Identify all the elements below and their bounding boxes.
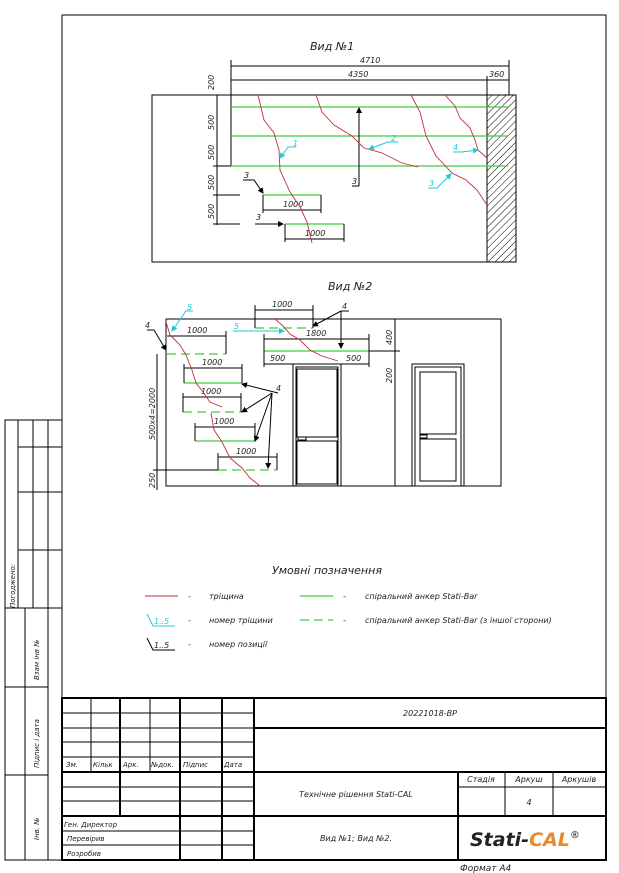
sheet-number: 4 — [526, 798, 531, 807]
dim-1000: 1000 — [201, 387, 221, 396]
door — [411, 363, 465, 487]
svg-text:Stati-CAL®: Stati-CAL® — [470, 829, 580, 851]
dim-500: 500 — [207, 145, 216, 160]
svg-text:1..5: 1..5 — [154, 617, 169, 626]
position-number-swatch — [146, 637, 175, 651]
dim-500: 500 — [207, 175, 216, 190]
dim-200: 200 — [385, 368, 394, 383]
legend-label: номер позиції — [209, 640, 269, 649]
dim-1000: 1000 — [236, 447, 256, 456]
crack-line — [165, 321, 223, 408]
document-code: 20221018-ВР — [403, 709, 457, 718]
crack-line — [257, 94, 313, 244]
crack-line — [410, 94, 488, 206]
crack-number: 5 — [234, 322, 239, 331]
stati-cal-logo: Stati-CAL® — [470, 829, 580, 851]
svg-text:-: - — [343, 616, 346, 625]
legend: Умовні позначення - тріщина - спіральний… — [145, 564, 552, 651]
crack-number: 2 — [391, 134, 396, 143]
dim-1800: 1800 — [306, 329, 326, 338]
header-cell: №док. — [150, 761, 174, 769]
sheet-label: Аркуш — [514, 775, 543, 784]
dim-1000: 1000 — [283, 200, 303, 209]
position-number: 4 — [276, 384, 281, 393]
svg-text:-: - — [343, 592, 346, 601]
header-cell: Дата — [223, 761, 242, 769]
crack-line — [315, 94, 419, 168]
title-block: Зм. Кільк Арк. №док. Підпис Дата Ген. Ди… — [61, 697, 607, 861]
legend-label: спіральний анкер Stati-Bar — [365, 592, 478, 601]
svg-text:-: - — [188, 592, 191, 601]
legend-label: тріщина — [209, 592, 244, 601]
dim-500x4: 500x4=2000 — [148, 388, 157, 440]
legend-title: Умовні позначення — [272, 564, 382, 577]
wall-outline — [165, 318, 502, 487]
position-number: 4 — [145, 321, 150, 330]
dim-1000: 1000 — [214, 417, 234, 426]
sheets-label: Аркушів — [561, 775, 597, 784]
dim-500: 500 — [207, 204, 216, 219]
header-cell: Підпис — [183, 761, 208, 769]
dim-1000: 1000 — [305, 229, 325, 238]
dim-500: 500 — [270, 354, 285, 363]
dim-360: 360 — [489, 70, 504, 79]
door — [292, 363, 342, 487]
position-number: 3 — [244, 171, 249, 180]
header-cell: Зм. — [66, 761, 78, 769]
svg-text:-: - — [188, 640, 191, 649]
crack-number-swatch — [146, 613, 175, 627]
dim-250: 250 — [148, 473, 157, 488]
role-label: Розробив — [67, 850, 101, 858]
crack-number: 3 — [429, 179, 434, 188]
sheet-title: Вид №1; Вид №2. — [320, 834, 392, 843]
dim-4710: 4710 — [360, 56, 380, 65]
legend-label: номер тріщини — [209, 616, 273, 625]
role-label: Перевірив — [67, 835, 105, 843]
side-strip: Погоджено: Взам інв № Підпис і дата Інв.… — [4, 419, 63, 861]
svg-text:1..5: 1..5 — [154, 641, 169, 650]
format-label: Формат А4 — [460, 864, 512, 873]
crack-number: 4 — [453, 143, 458, 152]
role-label: Ген. Директор — [64, 821, 118, 829]
crack-line — [210, 412, 261, 487]
dim-1000: 1000 — [272, 300, 292, 309]
dim-1000: 1000 — [202, 358, 222, 367]
crack-line — [444, 94, 488, 159]
view-2: Вид №2 1000 1800 500 — [145, 280, 502, 490]
legend-label: спіральний анкер Stati-Bar (з іншої стор… — [365, 616, 552, 625]
header-cell: Арк. — [122, 761, 139, 769]
dim-1000: 1000 — [187, 326, 207, 335]
dim-400: 400 — [385, 330, 394, 345]
crack-line — [273, 317, 339, 362]
crack-number: 5 — [187, 303, 192, 312]
svg-text:-: - — [188, 616, 191, 625]
view-1-title: Вид №1 — [310, 40, 354, 53]
dim-500: 500 — [346, 354, 361, 363]
crack-number: 1 — [293, 139, 298, 148]
agreed-label: Погоджено: — [9, 564, 17, 608]
position-number: 3 — [352, 177, 357, 186]
dim-500: 500 — [207, 115, 216, 130]
replace-inv-label: Взам інв № — [33, 640, 41, 680]
view-1: Вид №1 4710 4350 360 200 500 500 500 500… — [151, 40, 517, 263]
position-number: 3 — [256, 213, 261, 222]
inv-no-label: Інв. № — [33, 818, 41, 841]
position-number: 4 — [342, 302, 347, 311]
dim-200: 200 — [207, 75, 216, 90]
wall-hatch — [486, 94, 517, 263]
header-cell: Кільк — [93, 761, 114, 769]
signature-date-label: Підпис і дата — [33, 719, 41, 768]
dim-4350: 4350 — [348, 70, 368, 79]
stage-label: Стадія — [467, 775, 495, 784]
view-2-title: Вид №2 — [328, 280, 372, 293]
project-title: Технічне рішення Stati-CAL — [299, 790, 413, 799]
